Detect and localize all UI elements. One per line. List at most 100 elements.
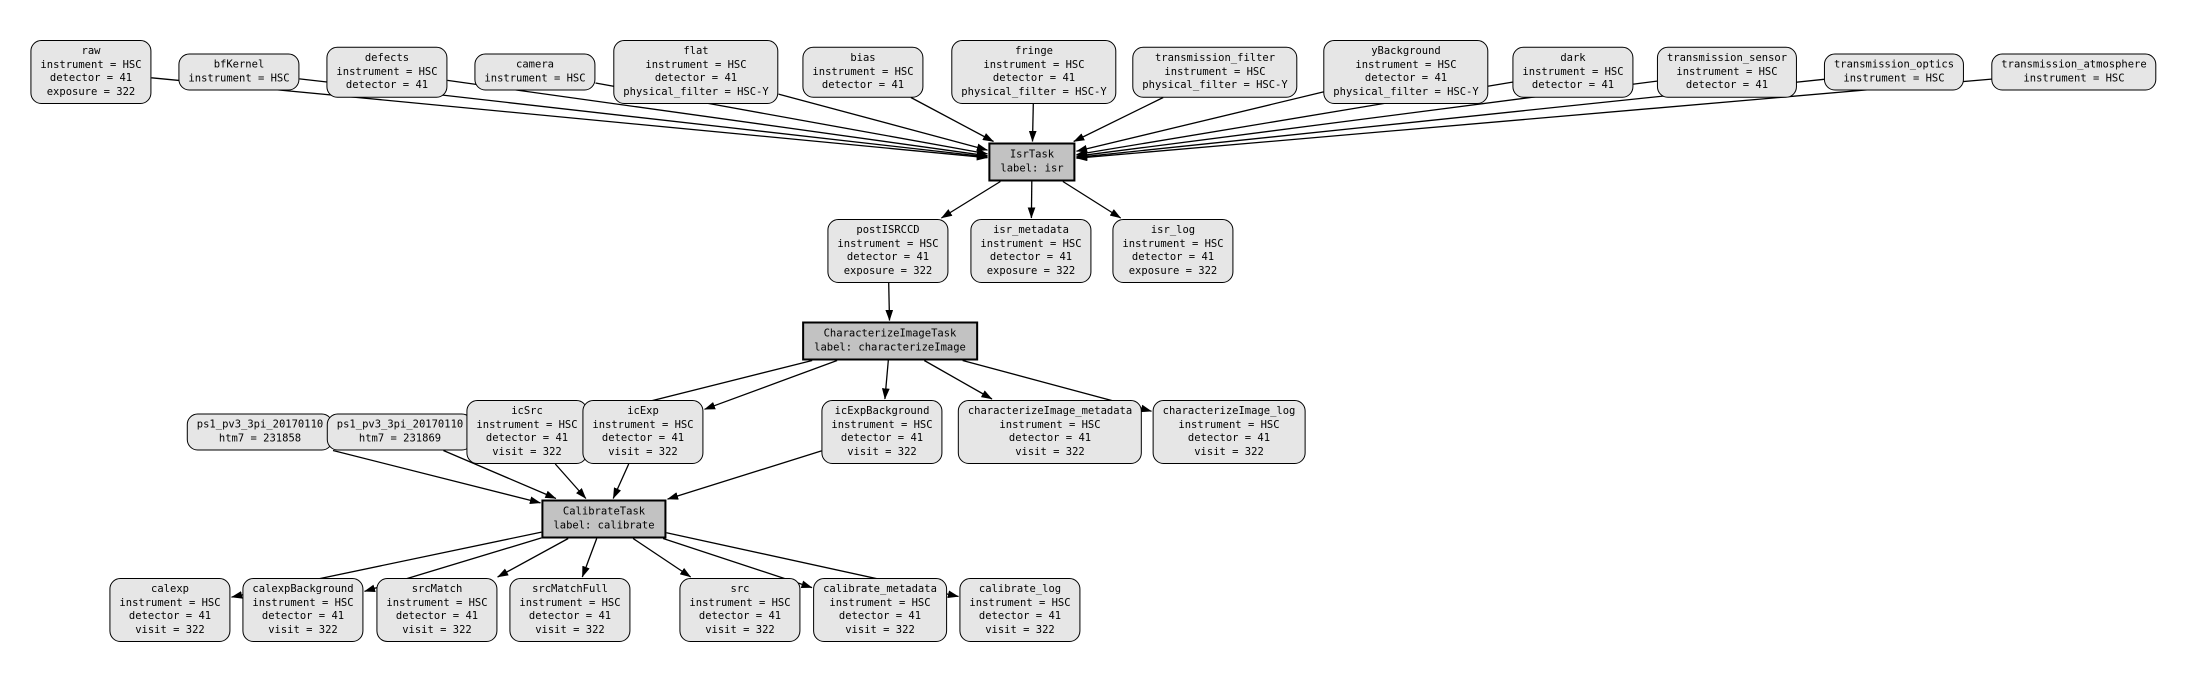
node-attr: instrument = HSC — [812, 65, 914, 78]
node-attr: detector = 41 — [840, 432, 924, 444]
node-title: transmission_atmosphere — [2001, 58, 2147, 71]
node-attr: detector = 41 — [128, 610, 212, 622]
node-title: transmission_sensor — [1666, 51, 1788, 64]
node-attr: detector = 41 — [1364, 72, 1448, 84]
node-attr: instrument = HSC — [2023, 72, 2125, 84]
node-attr: exposure = 322 — [46, 85, 136, 98]
edge-bias-to-isr — [910, 96, 994, 143]
node-attr: instrument = HSC — [40, 58, 142, 71]
node-title: defects — [364, 51, 410, 64]
node-attr: detector = 41 — [1131, 251, 1215, 263]
node-attr: visit = 322 — [845, 623, 915, 636]
node-attr: instrument = HSC — [969, 596, 1071, 609]
node-attr: instrument = HSC — [484, 72, 586, 84]
node-attr: visit = 322 — [985, 623, 1055, 636]
node-attr: detector = 41 — [49, 72, 133, 84]
edge-calibrate-to-srcMatch — [497, 537, 569, 578]
node-title: isr_log — [1150, 224, 1196, 236]
node-attr: instrument = HSC — [1676, 65, 1778, 78]
edge-isr-to-postISRCCD — [941, 180, 1001, 219]
node-attr: instrument = HSC — [829, 596, 931, 609]
node-attr: visit = 322 — [135, 623, 205, 636]
node-title: fringe — [1015, 45, 1053, 57]
node-attr: instrument = HSC — [689, 596, 791, 609]
node-title: yBackground — [1371, 45, 1441, 57]
node-attr: detector = 41 — [395, 610, 479, 622]
edge-transmission_filter-to-isr — [1073, 96, 1164, 143]
node-attr: detector = 41 — [978, 610, 1062, 622]
node-title: src — [730, 583, 750, 595]
node-title: postISRCCD — [856, 224, 920, 236]
node-title: calexpBackground — [252, 583, 354, 595]
node-title: camera — [516, 58, 554, 71]
node-attr: detector = 41 — [601, 432, 685, 444]
node-title: characterizeImage_metadata — [967, 405, 1133, 417]
node-attr: exposure = 322 — [843, 264, 933, 277]
node-attr: detector = 41 — [992, 72, 1076, 84]
node-title: calexp — [151, 583, 189, 595]
node-attr: detector = 41 — [838, 610, 922, 622]
node-title: calibrate_log — [978, 583, 1062, 595]
node-attr: label: isr — [1000, 162, 1064, 174]
node-title: ps1_pv3_3pi_20170110 — [196, 418, 324, 431]
node-title: isr_metadata — [993, 224, 1069, 236]
node-title: bias — [850, 51, 876, 64]
edge-postISRCCD-to-characterizeImage — [885, 282, 894, 321]
node-attr: instrument = HSC — [252, 596, 354, 609]
node-attr: visit = 322 — [268, 623, 338, 636]
node-title: icExp — [627, 405, 659, 417]
node-attr: exposure = 322 — [986, 264, 1076, 277]
node-attr: physical_filter = HSC-Y — [1142, 78, 1288, 91]
node-title: srcMatch — [411, 583, 463, 595]
edge-calibrate-to-srcMatchFull — [581, 538, 598, 578]
node-attr: detector = 41 — [1531, 78, 1615, 91]
node-attr: visit = 322 — [847, 445, 917, 458]
node-attr: detector = 41 — [821, 78, 905, 91]
node-title: icSrc — [511, 405, 543, 417]
node-attr: detector = 41 — [989, 251, 1073, 263]
node-attr: instrument = HSC — [188, 72, 290, 84]
edge-ps1_htm7_231858-to-calibrate — [332, 449, 541, 505]
node-attr: physical_filter = HSC-Y — [961, 85, 1107, 98]
edge-icExpBackground-to-calibrate — [667, 450, 822, 500]
node-attr: instrument = HSC — [999, 418, 1101, 431]
node-attr: visit = 322 — [705, 623, 775, 636]
node-attr: instrument = HSC — [1522, 65, 1624, 78]
node-attr: instrument = HSC — [831, 418, 933, 431]
node-attr: detector = 41 — [345, 78, 429, 91]
edge-yBackground-to-isr — [1076, 91, 1324, 153]
node-attr: instrument = HSC — [1843, 72, 1945, 84]
node-title: bfKernel — [213, 58, 265, 71]
node-title: CharacterizeImageTask — [823, 327, 957, 340]
node-title: CalibrateTask — [562, 505, 646, 518]
edge-icSrc-to-calibrate — [554, 463, 587, 499]
node-attr: label: characterizeImage — [814, 341, 966, 353]
edge-characterizeImage-to-icExpBackground — [881, 360, 890, 400]
node-attr: instrument = HSC — [837, 237, 939, 250]
node-attr: detector = 41 — [1187, 432, 1271, 444]
node-title: flat — [683, 45, 709, 57]
edge-transmission_atmosphere-to-isr — [1076, 78, 1992, 162]
